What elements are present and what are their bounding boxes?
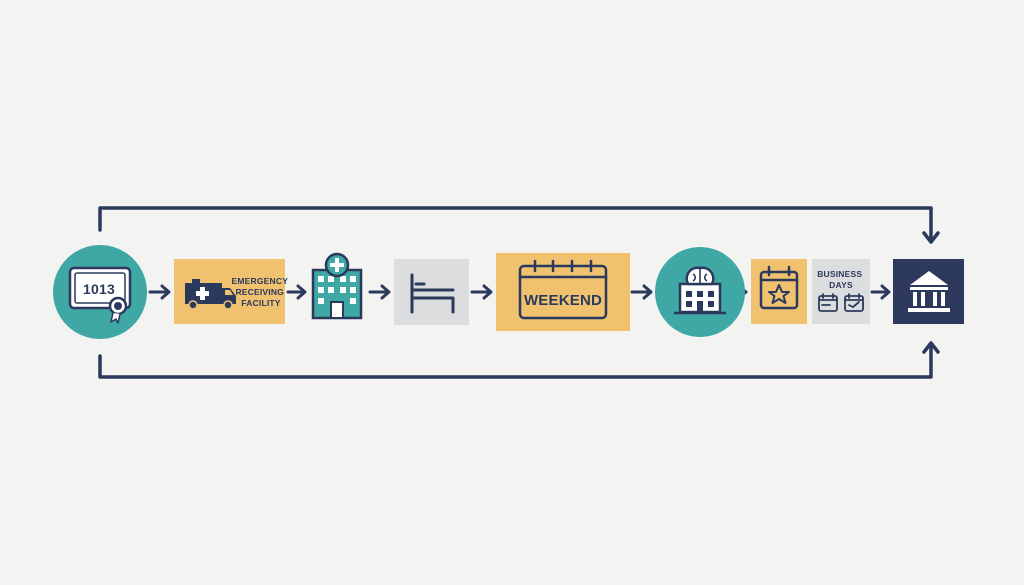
calendars-icon (818, 293, 864, 312)
arrow-4 (470, 284, 493, 300)
calendar-icon (518, 259, 608, 320)
step-court (893, 259, 964, 324)
step-holiday (751, 259, 807, 324)
emergency-label: EMERGENCY RECEIVING FACILITY (232, 276, 291, 308)
arrow-5 (630, 284, 653, 300)
bottom-bypass-line (98, 344, 933, 379)
courthouse-icon (908, 271, 950, 312)
step-business-days: BUSINESS DAYS (812, 259, 870, 324)
certificate-icon (68, 266, 132, 324)
holiday-box (751, 259, 807, 324)
top-bypass-arrowhead (922, 231, 940, 244)
arrow-7 (870, 284, 891, 300)
calendar-star-icon (759, 265, 799, 310)
step-certificate: 1013 (53, 245, 147, 339)
step-weekend: WEEKEND (496, 253, 630, 331)
bypass-connectors (98, 206, 940, 379)
bottom-bypass-arrowhead (922, 341, 940, 354)
emergency-label-line-2: RECEIVING (235, 287, 284, 297)
arrow-2 (286, 284, 307, 300)
business-days-label: BUSINESS DAYS (817, 269, 865, 290)
step-psychiatric (655, 247, 745, 337)
arrow-3 (368, 284, 391, 300)
weekend-label: WEEKEND (524, 292, 602, 309)
business-days-box (812, 259, 870, 324)
step-bed (394, 259, 469, 325)
emergency-label-line-1: EMERGENCY (232, 276, 289, 286)
business-days-line-2: DAYS (829, 280, 853, 290)
bed-box (394, 259, 469, 325)
step-arrows (148, 284, 891, 300)
court-box (893, 259, 964, 324)
top-bypass-line (98, 206, 933, 242)
brain-building-icon (674, 266, 726, 315)
arrow-1 (148, 284, 171, 300)
ambulance-icon (185, 279, 236, 310)
certificate-number: 1013 (83, 281, 115, 297)
emergency-label-line-3: FACILITY (241, 298, 281, 308)
step-hospital (311, 252, 363, 320)
bed-icon (410, 273, 455, 314)
step-emergency: EMERGENCY RECEIVING FACILITY (174, 259, 291, 324)
hospital-icon (311, 252, 363, 320)
business-days-line-1: BUSINESS (817, 269, 862, 279)
